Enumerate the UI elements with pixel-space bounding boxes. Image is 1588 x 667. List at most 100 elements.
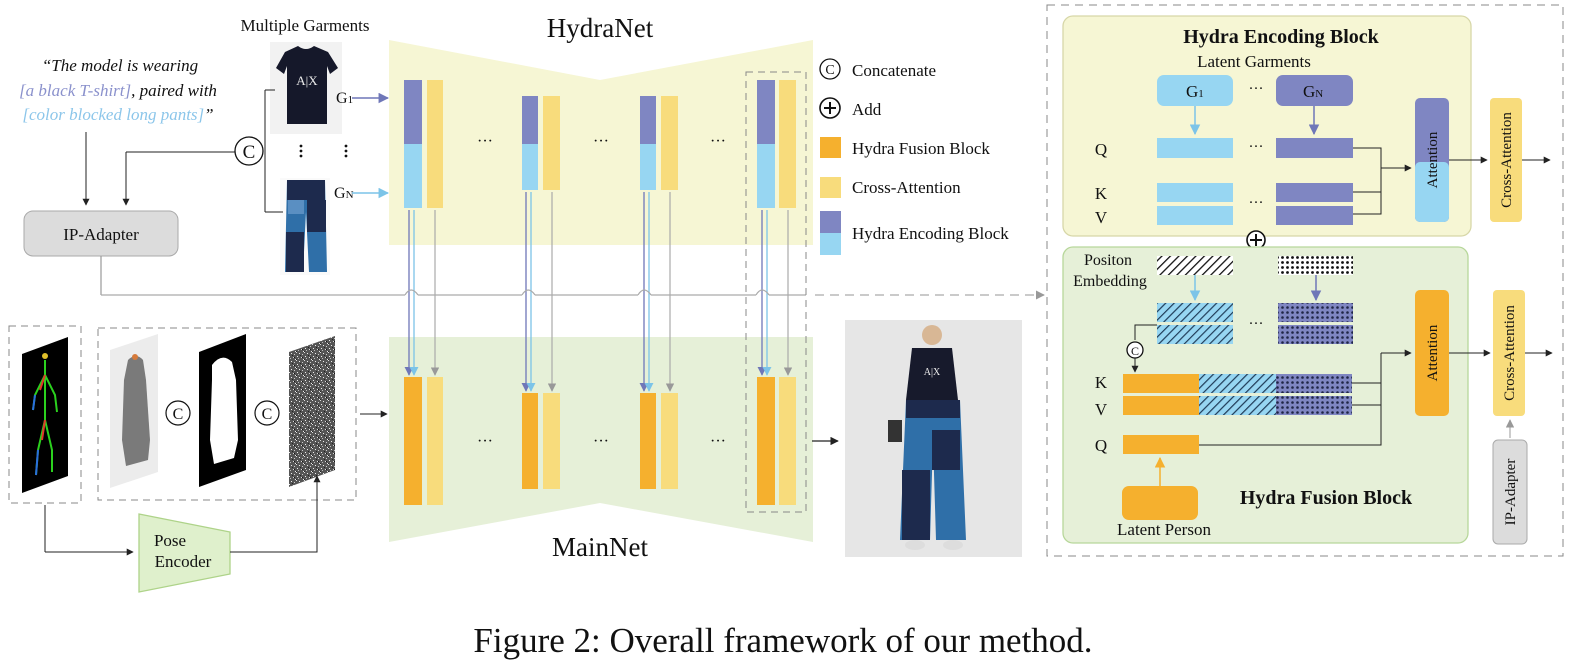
noise-image [289,336,335,487]
ip-adapter-label: IP-Adapter [63,225,139,244]
fusion-ip-adapter-box [1492,439,1528,545]
hydra-to-main-arrows [404,192,793,392]
fusion-cross-attention-box [1493,290,1525,416]
enc-k-label: K [1095,184,1108,203]
concat-icon [234,136,264,166]
enc-cross-attention-label: Cross-Attention [1499,112,1515,208]
concat-icon-2 [254,400,280,426]
fusion-ellipsis: ··· [1249,316,1264,332]
mainnet-block-3 [640,393,678,489]
concat-icon-1 [165,400,191,426]
hydranet-ellipsis-3: ··· [710,133,726,150]
fusion-k-label: K [1095,373,1108,392]
detail-dashed-box [1046,4,1564,557]
prompt-line-3: [color blocked long pants]” [22,105,213,124]
hydranet-block-4 [757,80,796,208]
legend-concat-icon [819,58,841,80]
enc-q-label: Q [1095,140,1107,159]
legend-cross-attention: Cross-Attention [852,178,961,197]
prompt-line-2: [a black T-shirt], paired with [19,81,217,100]
encoding-block-panel [1062,15,1472,237]
enc-v-g1 [1157,206,1233,225]
enc-v-gn [1276,206,1353,225]
latent-person-label: Latent Person [1117,520,1211,539]
fusion-cross-attention-label: Cross-Attention [1502,305,1518,401]
svg-text:C: C [243,142,256,163]
fusion-v-person [1123,396,1199,415]
fusion-q-label: Q [1095,436,1107,455]
hydranet-block-1 [404,80,443,208]
fusion-attention-label: Attention [1425,324,1441,381]
fusion-v-label: V [1095,400,1108,419]
fusion-v-gn [1276,396,1352,415]
enc-q-g1 [1157,138,1233,158]
mainnet-title: MainNet [552,532,648,562]
concat-symbol-1: C [173,406,184,423]
mainnet-ellipsis-1: ··· [477,433,493,450]
highlight-dashed-box [745,71,807,513]
enc-kv-ellipsis: ··· [1249,195,1264,211]
concat-symbol-2: C [262,406,273,423]
legend-concat-symbol: C [825,63,834,78]
prompt-line-1: “The model is wearing [42,56,198,75]
fusion-q-person [1123,435,1199,454]
latent-g1-label: G1 [1186,82,1204,101]
person-gray-image [110,334,158,488]
fused-g1-bottom [1157,325,1233,344]
tshirt-image: A|X [270,42,342,134]
mainnet-block-4 [757,377,796,505]
legend-fusion-swatch [820,137,841,158]
enc-attention-connectors [1353,147,1412,215]
fusion-attention-connectors [1199,349,1412,446]
pos-embed-dots [1278,256,1353,275]
mask-image [199,334,246,487]
enc-v-label: V [1095,208,1108,227]
pose-encoder-line1: Pose [154,531,186,550]
fused-gn-top [1278,303,1353,322]
fusion-concat-line [1134,324,1157,340]
hydranet-block-3 [640,96,678,190]
mainnet-ellipsis-3: ··· [710,433,726,450]
mainnet-block-1 [404,377,443,505]
enc-cross-attention-box [1490,98,1522,222]
enc-q-gn [1276,138,1353,158]
pos-embed-hatch [1157,256,1233,275]
encoder-to-noise-arrow [230,475,321,553]
hydranet-ellipsis-1: ··· [477,133,493,150]
legend-concatenate: Concatenate [852,61,936,80]
latent-gn-box [1276,75,1353,106]
fusion-concat-symbol: C [1131,344,1139,358]
legend-fusion-block: Hydra Fusion Block [852,139,990,158]
latent-garments-label: Latent Garments [1197,52,1311,71]
pants-image [280,178,330,275]
fusion-k-g1 [1199,374,1276,393]
legend-encoding-swatch [820,211,841,255]
output-shirt-logo: A|X [924,367,941,378]
legend-encoding-block: Hydra Encoding Block [852,224,1009,243]
fusion-ip-adapter-label: IP-Adapter [1503,459,1519,526]
panel-add-icon [1246,230,1266,250]
hydranet-title: HydraNet [547,13,654,43]
latent-g1-box [1157,75,1233,106]
pose-encoder-line2: Encoder [155,552,212,571]
fusion-k-person [1123,374,1199,393]
g1-label: G1 [336,90,353,107]
positon-embedding-line1: Positon [1084,252,1132,269]
legend-cross-attention-swatch [820,177,841,198]
mainnet-ellipsis-2: ··· [593,433,609,450]
figure-caption: Figure 2: Overall framework of our metho… [473,621,1092,660]
encoding-block-title: Hydra Encoding Block [1183,26,1379,48]
legend-add-icon [819,97,841,119]
hydranet-ellipsis-2: ··· [593,133,609,150]
pose-skeleton-image [22,337,68,493]
mainnet-block-2 [522,393,560,489]
enc-q-ellipsis: ··· [1249,139,1264,155]
gn-label: GN [334,185,354,202]
positon-embedding-line2: Embedding [1073,273,1147,290]
fused-gn-bottom [1278,325,1353,344]
fusion-v-g1 [1199,396,1276,415]
pose-encoder-box [138,513,231,593]
mainnet-bg [389,337,813,542]
